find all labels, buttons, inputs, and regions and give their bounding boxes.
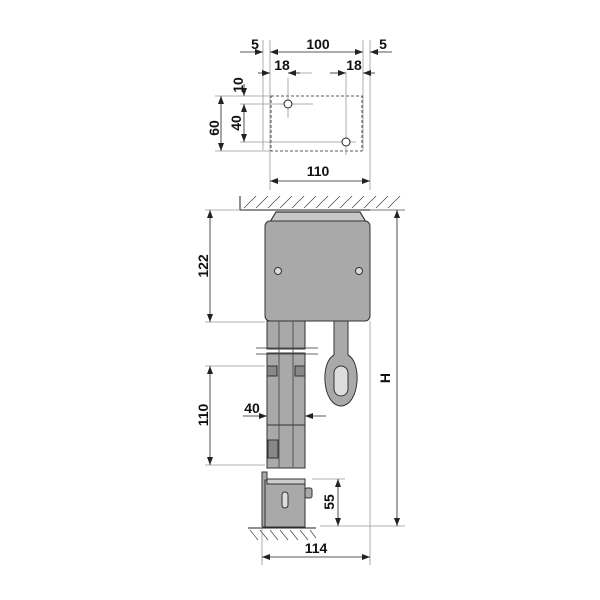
hole-icon — [341, 137, 351, 147]
screw-icon — [355, 267, 363, 275]
hole-icon — [283, 99, 293, 109]
floor-bracket — [261, 471, 313, 528]
ceiling-hatch — [239, 195, 405, 211]
profile-column — [256, 320, 318, 469]
dim-depth: 60 — [206, 120, 222, 136]
dim-margin-right: 5 — [379, 36, 387, 52]
screw-icon — [274, 267, 282, 275]
dim-base-width: 114 — [305, 540, 328, 556]
floor-hatch — [248, 527, 317, 541]
front-view: 122 110 40 H 55 114 — [195, 195, 405, 565]
dim-overall-height: H — [377, 373, 393, 383]
dim-top-offset: 10 — [230, 77, 246, 93]
top-view: 5 100 5 18 18 10 40 60 110 — [206, 36, 392, 190]
lever-arm — [324, 320, 358, 407]
dim-profile-width: 40 — [244, 400, 260, 416]
dim-total-width: 110 — [307, 163, 330, 179]
dim-hole-offset-left: 18 — [274, 57, 290, 73]
dim-bracket-height: 55 — [321, 494, 337, 510]
dim-hole-offset-right: 18 — [346, 57, 362, 73]
dim-profile-height: 110 — [195, 403, 211, 426]
mounting-bracket — [269, 211, 367, 223]
dim-hole-spacing: 40 — [228, 115, 244, 131]
dim-width-inner: 100 — [306, 36, 330, 52]
dim-margin-left: 5 — [251, 36, 259, 52]
dim-housing-height: 122 — [195, 254, 211, 278]
motor-housing — [264, 220, 371, 322]
mounting-outline — [270, 95, 363, 152]
